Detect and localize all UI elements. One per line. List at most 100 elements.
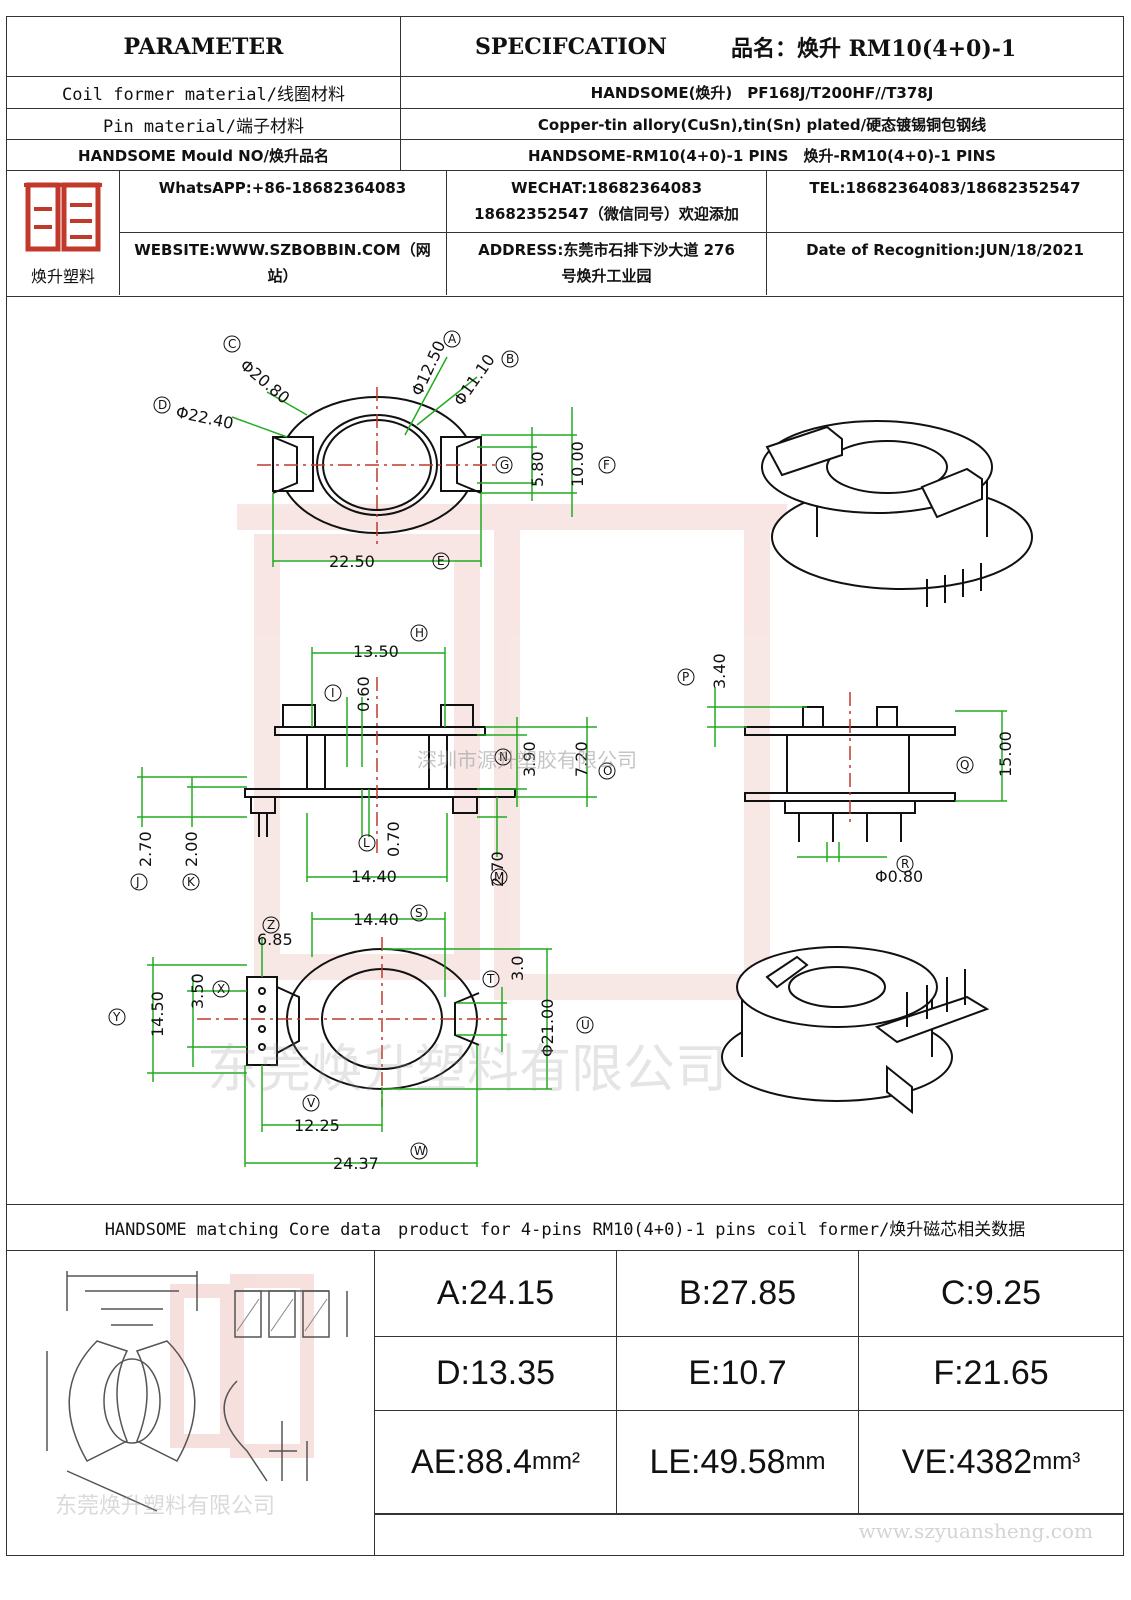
core-data-grid: A:24.15 B:27.85 C:9.25 D:13.35 E:10.7 F:…	[375, 1251, 1123, 1555]
core-value: E:10.7	[688, 1354, 787, 1392]
letter-L: L	[363, 836, 370, 850]
dim-R: Φ0.80	[875, 867, 923, 886]
date-text: Date of Recognition:JUN/18/2021	[806, 241, 1084, 259]
url-watermark: www.szyuansheng.com	[858, 1519, 1093, 1543]
letter-V: V	[307, 1096, 316, 1110]
top-dimension-lines	[231, 356, 577, 567]
core-value: AE:88.4	[411, 1442, 532, 1481]
wechat-text-2: 18682352547（微信同号）欢迎添加	[474, 205, 739, 223]
letter-I: I	[331, 686, 335, 700]
dim-S: 14.40	[353, 910, 399, 929]
contact-grid: WhatsAPP:+86-18682364083 WECHAT:18682364…	[119, 171, 1123, 296]
front-view	[244, 704, 516, 837]
bobbin-drawing: 22.50 5.80 10.00 Φ22.40 Φ20.80 Φ12.50 Φ1…	[108, 330, 1033, 1173]
core-value: B:27.85	[678, 1274, 797, 1312]
bottom-dim-labels: 14.40 6.85 3.0 Φ21.00 3.50 14.50 12.25 2…	[148, 910, 557, 1173]
dim-X: 3.50	[188, 973, 207, 1009]
letter-K: K	[187, 875, 196, 889]
core-unit: mm	[785, 1448, 826, 1475]
whatsapp-text: WhatsAPP:+86-18682364083	[158, 179, 407, 197]
parameter-heading: PARAMETER	[123, 33, 284, 60]
letter-A: A	[448, 332, 457, 346]
top-centerlines	[257, 387, 497, 547]
core-value: A:24.15	[436, 1274, 555, 1312]
contact-block: 焕升塑料 WhatsAPP:+86-18682364083 WECHAT:186…	[7, 171, 1123, 297]
technical-drawing: 22.50 5.80 10.00 Φ22.40 Φ20.80 Φ12.50 Φ1…	[7, 297, 1123, 1205]
address-text-2: 号焕升工业园	[561, 267, 652, 285]
side-dimension-lines	[707, 687, 1007, 862]
letter-Q: Q	[960, 758, 969, 772]
core-unit: mm³	[1032, 1448, 1081, 1475]
product-label: 品名：	[730, 35, 797, 62]
isometric-view-top	[761, 420, 1033, 607]
spec-row-value: HANDSOME-RM10(4+0)-1 PINS 焕升-RM10(4+0)-1…	[400, 140, 1123, 170]
letter-X: X	[217, 982, 225, 996]
bottom-dimension-lines	[147, 912, 552, 1167]
tel-cell: TEL:18682364083/18682352547	[767, 171, 1123, 233]
dim-U: Φ21.00	[538, 999, 557, 1057]
front-dimension-lines	[137, 647, 597, 882]
letter-B: B	[506, 352, 514, 366]
bobbin-logo-icon	[24, 182, 102, 252]
core-value: F:21.65	[933, 1354, 1049, 1392]
dim-H: 13.50	[353, 642, 399, 661]
dim-L2: 14.40	[351, 867, 397, 886]
product-name: 焕升 RM10(4+0)-1	[796, 35, 1017, 62]
bottom-letter-labels: S Z T U X Y V W	[108, 904, 594, 1160]
letter-Z: Z	[267, 918, 275, 932]
core-value-cell: B:27.85	[617, 1251, 859, 1337]
core-watermark: 东莞焕升塑料有限公司	[55, 1494, 275, 1519]
dim-Y: 14.50	[148, 991, 167, 1037]
dim-F: 10.00	[568, 441, 587, 487]
letter-F: F	[603, 458, 610, 472]
letter-E: E	[437, 554, 445, 568]
watermark-low: 东莞焕升塑料有限公司	[207, 1040, 727, 1100]
letter-U: U	[581, 1018, 590, 1032]
header-row: PARAMETER SPECIFCATION 品名： 焕升 RM10(4+0)-…	[7, 17, 1123, 77]
dim-O: 7.20	[572, 741, 591, 777]
dim-G: 5.80	[528, 451, 547, 487]
front-letter-labels: H I N O J K L M	[130, 624, 616, 891]
dim-Q: 15.00	[996, 731, 1015, 777]
core-value: VE:4382	[901, 1442, 1033, 1481]
dim-W: 24.37	[333, 1154, 379, 1173]
dim-I: 0.60	[354, 676, 373, 712]
letter-D: D	[158, 398, 167, 412]
dim-P: 3.40	[710, 653, 729, 689]
core-diagram-svg: 东莞焕升塑料有限公司	[46, 1271, 348, 1519]
dim-D: Φ22.40	[174, 402, 235, 433]
spec-row-label: Pin material/端子材料	[102, 116, 305, 137]
dim-J: 2.70	[136, 831, 155, 867]
core-data-section: 东莞焕升塑料有限公司 A:24.15 B:27.85 C:9.25 D:13.3…	[7, 1251, 1123, 1555]
core-value-cell: A:24.15	[375, 1251, 617, 1337]
spec-row: Coil former material/线圈材料 HANDSOME(焕升) P…	[7, 77, 1123, 109]
matching-core-title: HANDSOME matching Core data product for …	[7, 1205, 1123, 1251]
specification-header: SPECIFCATION 品名： 焕升 RM10(4+0)-1	[400, 17, 1123, 76]
spec-row-label: Coil former material/线圈材料	[62, 85, 345, 105]
letter-Y: Y	[112, 1010, 121, 1024]
letter-J: J	[135, 875, 140, 889]
isometric-view-bottom	[721, 946, 990, 1115]
dim-C: Φ20.80	[236, 356, 293, 408]
letter-O: O	[603, 764, 612, 778]
core-value-cell: C:9.25	[859, 1251, 1123, 1337]
dim-N: 3.90	[520, 741, 539, 777]
core-outline	[46, 1271, 348, 1512]
address-text: ADDRESS:东莞市石排下沙大道 276	[478, 241, 735, 259]
spec-row: Pin material/端子材料 Copper-tin allory(CuSn…	[7, 109, 1123, 140]
letter-H: H	[415, 626, 424, 640]
dim-Z: 6.85	[257, 930, 293, 949]
side-letter-labels: P Q R	[677, 668, 974, 873]
website-text-2: 站）	[267, 267, 298, 285]
tel-text: TEL:18682364083/18682352547	[809, 179, 1081, 197]
spec-row-label: HANDSOME Mould NO/焕升品名	[78, 146, 329, 165]
wechat-cell: WECHAT:18682364083 18682352547（微信同号）欢迎添加	[447, 171, 767, 233]
dim-L: 0.70	[384, 821, 403, 857]
wechat-text: WECHAT:18682364083	[510, 179, 702, 197]
core-value: LE:49.58	[649, 1442, 786, 1481]
letter-W: W	[414, 1144, 426, 1158]
core-grid-bottom-rule	[375, 1513, 1123, 1515]
core-unit: mm²	[532, 1448, 580, 1475]
